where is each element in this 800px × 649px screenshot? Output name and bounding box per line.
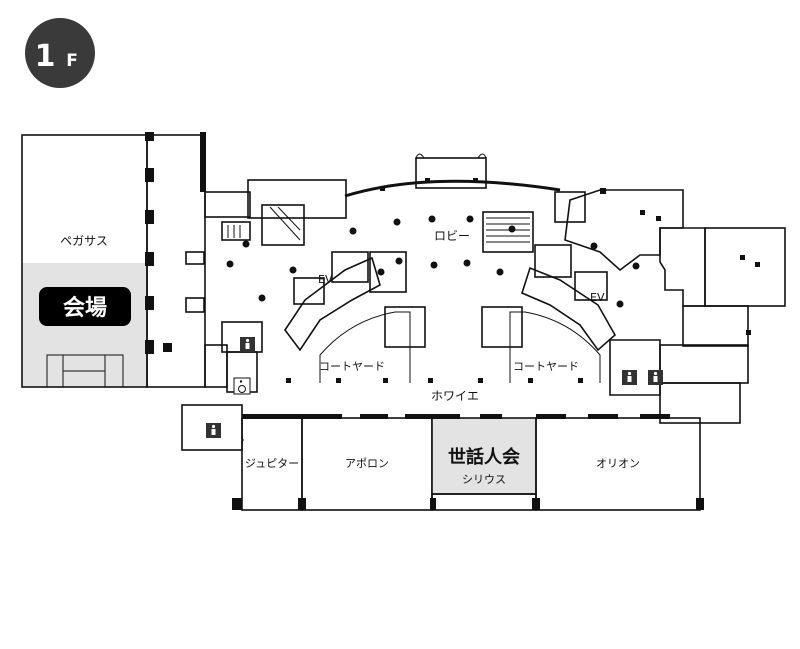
room-label-foyer: ホワイエ xyxy=(431,389,479,403)
east-wing xyxy=(564,188,786,424)
venue-label: 会場 xyxy=(63,295,107,321)
room-label-jupiter: ジュピター xyxy=(245,457,299,470)
lobby-columns xyxy=(226,178,640,383)
floor-unit: F xyxy=(66,51,78,71)
courtyard-right: コートヤード xyxy=(481,306,601,383)
room-label-courtyard-left: コートヤード xyxy=(319,360,385,373)
courtyard-left: コートヤード xyxy=(319,306,426,383)
east-core: EV xyxy=(521,191,617,352)
host-room-label: 世話人会 xyxy=(448,446,520,468)
lobby: ロビー xyxy=(247,153,561,253)
venue-label-box xyxy=(39,287,131,326)
pegasus-hall: ペガサス 会場 xyxy=(21,132,206,388)
south-rooms: ジュピター アポロン 世話人会 シリウス オリオン xyxy=(181,404,704,511)
room-label-sirius: シリウス xyxy=(462,473,506,486)
room-label-apollon: アポロン xyxy=(345,457,389,470)
room-label-lobby: ロビー xyxy=(434,229,470,243)
west-service-area xyxy=(185,191,263,395)
floor-badge: 1 F xyxy=(25,18,95,88)
room-label-courtyard-right: コートヤード xyxy=(513,360,579,373)
west-core: EV xyxy=(284,251,407,352)
floor-number: 1 xyxy=(35,39,56,74)
ev-label-left: EV xyxy=(318,273,333,286)
room-label-orion: オリオン xyxy=(596,457,640,470)
ev-label-right: EV xyxy=(590,291,605,304)
room-label-pegasus: ペガサス xyxy=(60,234,108,248)
